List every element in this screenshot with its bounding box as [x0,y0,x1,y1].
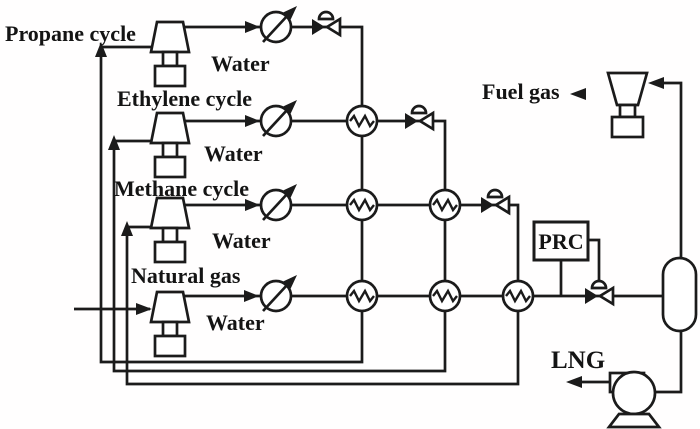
water-label-ng: Water [206,310,265,335]
vessel-top-to-expander-pipe [660,81,683,258]
water-label-ethylene: Water [204,141,263,166]
fuel-gas-label: Fuel gas [482,79,560,104]
propane-compressor-icon [149,20,191,88]
propane-water-cooler-icon [259,6,297,44]
ethylene-return-arrow-icon [108,135,120,150]
flow-arrows [95,21,664,388]
methane-return-arrow-icon [121,221,133,236]
feed-inlet-arrow-icon [136,303,152,315]
separator-vessel-icon [661,256,698,333]
propane-expansion-valve-icon [312,10,342,38]
heat-exchanger-propane-ethylene-icon [345,104,379,138]
methane-expansion-valve-icon [481,188,511,216]
ethylene-expansion-valve-icon [405,104,435,132]
lng-outlet-arrow-icon [566,376,582,388]
ethylene-water-cooler-icon [259,100,297,138]
prc-label: PRC [538,229,583,254]
natural-gas-label: Natural gas [131,263,241,288]
prc-controller-box: PRC [532,220,590,262]
ethylene-loop-pipe [112,119,447,373]
prc-box-outline [532,220,590,262]
lng-pump-icon [606,370,662,429]
heat-exchanger-propane-methane-icon [345,188,379,222]
expander-inlet-arrow-icon [648,77,664,89]
fuel-gas-expander-icon [606,71,649,139]
heat-exchanger-ethylene-ng-icon [428,279,462,313]
ethylene-compressor-icon [149,111,191,179]
methane-compressor-icon [149,196,191,264]
water-label-methane: Water [212,228,271,253]
methane-cycle-label: Methane cycle [114,176,249,201]
heat-exchanger-propane-ng-icon [345,279,379,313]
prc-control-line [588,238,601,284]
propane-cycle-label: Propane cycle [5,21,136,46]
heat-exchanger-methane-ng-icon [501,279,535,313]
ethylene-cycle-label: Ethylene cycle [117,86,252,111]
methane-cooler-inlet-arrow-icon [245,199,260,211]
lng-label: LNG [551,347,605,374]
ethylene-cooler-inlet-arrow-icon [245,115,260,127]
ng-cooler-inlet-arrow-icon [244,290,259,302]
heat-exchanger-ethylene-methane-icon [428,188,462,222]
water-label-propane: Water [211,51,270,76]
propane-cooler-inlet-arrow-icon [245,21,260,33]
propane-return-arrow-icon [95,42,107,57]
prc-control-valve-icon [585,279,615,307]
diagram-labels: Propane cycle Ethylene cycle Methane cyc… [5,21,605,374]
natural-gas-compressor-icon [149,290,191,358]
methane-water-cooler-icon [259,184,297,222]
fuel-gas-outlet-arrow-icon [570,88,586,100]
ng-water-cooler-icon [259,275,297,313]
